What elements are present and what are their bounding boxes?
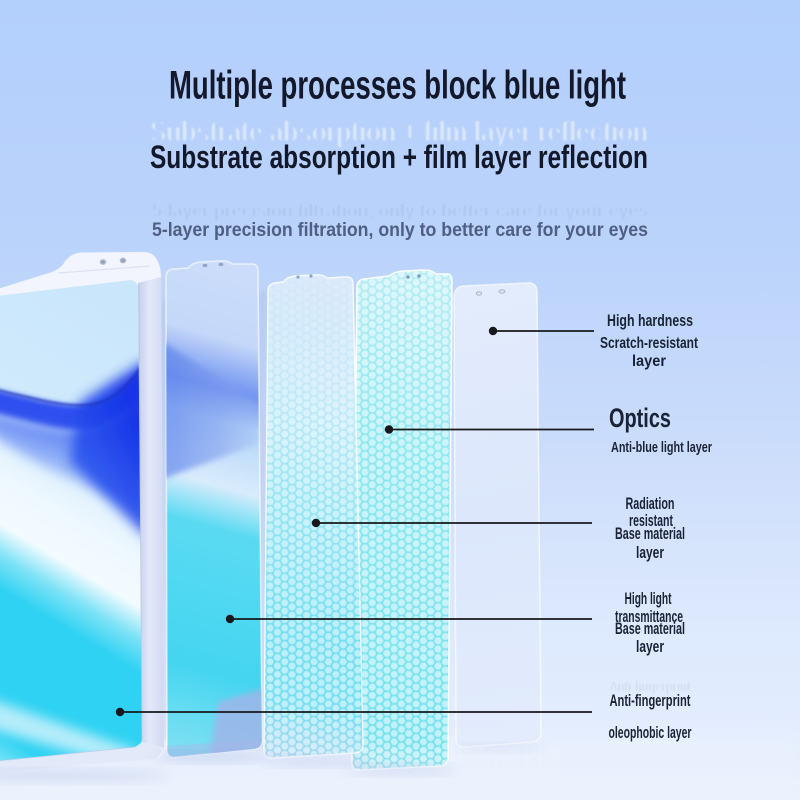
svg-text:Scratch-resistant: Scratch-resistant bbox=[600, 335, 699, 352]
svg-text:Base material: Base material bbox=[615, 525, 685, 543]
svg-text:layer: layer bbox=[636, 638, 664, 656]
svg-text:High light: High light bbox=[625, 590, 672, 608]
svg-text:Substrate absorption + film la: Substrate absorption + film layer reflec… bbox=[150, 139, 648, 175]
svg-text:Multiple processes block blue: Multiple processes block blue light bbox=[169, 64, 626, 108]
svg-text:oleophobic layer: oleophobic layer bbox=[609, 724, 692, 742]
svg-text:Anti-fingerprint: Anti-fingerprint bbox=[610, 692, 691, 710]
svg-text:Anti-blue light layer: Anti-blue light layer bbox=[611, 440, 712, 456]
svg-text:transmittance: transmittance bbox=[615, 608, 683, 626]
svg-text:High hardness: High hardness bbox=[607, 311, 693, 330]
svg-text:Substrate absorption + film la: Substrate absorption + film layer reflec… bbox=[150, 114, 648, 150]
svg-text:Base material: Base material bbox=[615, 620, 685, 638]
svg-text:Radiation: Radiation bbox=[626, 495, 675, 513]
svg-text:5-layer precision filtration,: 5-layer precision filtration, only to be… bbox=[152, 219, 648, 241]
svg-text:Anti-fingerprint: Anti-fingerprint bbox=[610, 678, 691, 696]
svg-text:layer: layer bbox=[632, 353, 666, 370]
svg-text:layer: layer bbox=[636, 544, 664, 562]
svg-text:5-layer precision filtration,: 5-layer precision filtration, only to be… bbox=[152, 200, 648, 222]
svg-text:Optics: Optics bbox=[609, 403, 671, 433]
svg-text:resistant: resistant bbox=[629, 512, 673, 530]
